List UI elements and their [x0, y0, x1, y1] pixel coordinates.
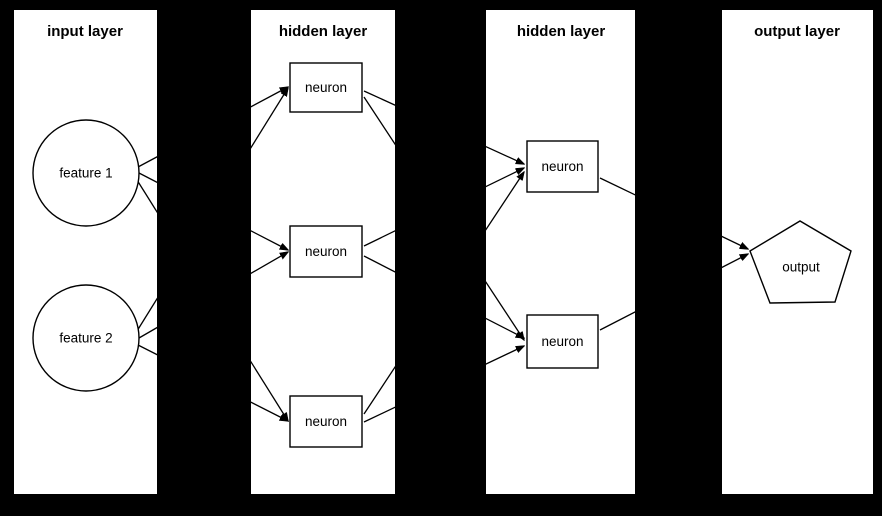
connection-edges — [136, 87, 748, 423]
layer-panel-hidden2 — [486, 10, 635, 494]
layer-title-hidden1: hidden layer — [279, 23, 368, 40]
node-output-1[interactable]: output — [749, 220, 852, 304]
node-label: output — [782, 260, 820, 275]
layer-title-input: input layer — [47, 23, 123, 40]
node-label: neuron — [305, 80, 347, 95]
node-hidden2-1[interactable]: neuron — [526, 140, 599, 193]
node-hidden1-1[interactable]: neuron — [289, 62, 363, 113]
node-label: neuron — [305, 244, 347, 259]
layer-title-hidden2: hidden layer — [517, 23, 606, 40]
layer-panels — [14, 10, 873, 494]
layer-panel-input — [14, 10, 157, 494]
layer-nodes: feature 1 feature 2 neuron neuron neuron neur… — [32, 62, 852, 448]
node-input-1[interactable]: feature 1 — [32, 119, 140, 227]
node-hidden1-3[interactable]: neuron — [289, 395, 363, 448]
layer-title-output: output layer — [754, 23, 840, 40]
layer-titles: input layer hidden layer hidden layer outpu… — [47, 23, 840, 40]
node-label: neuron — [541, 159, 583, 174]
node-input-2[interactable]: feature 2 — [32, 284, 140, 392]
node-hidden1-2[interactable]: neuron — [289, 225, 363, 278]
node-hidden2-2[interactable]: neuron — [526, 314, 599, 369]
node-label: neuron — [541, 334, 583, 349]
node-label: feature 1 — [59, 166, 112, 181]
node-label: feature 2 — [59, 331, 112, 346]
node-label: neuron — [305, 414, 347, 429]
